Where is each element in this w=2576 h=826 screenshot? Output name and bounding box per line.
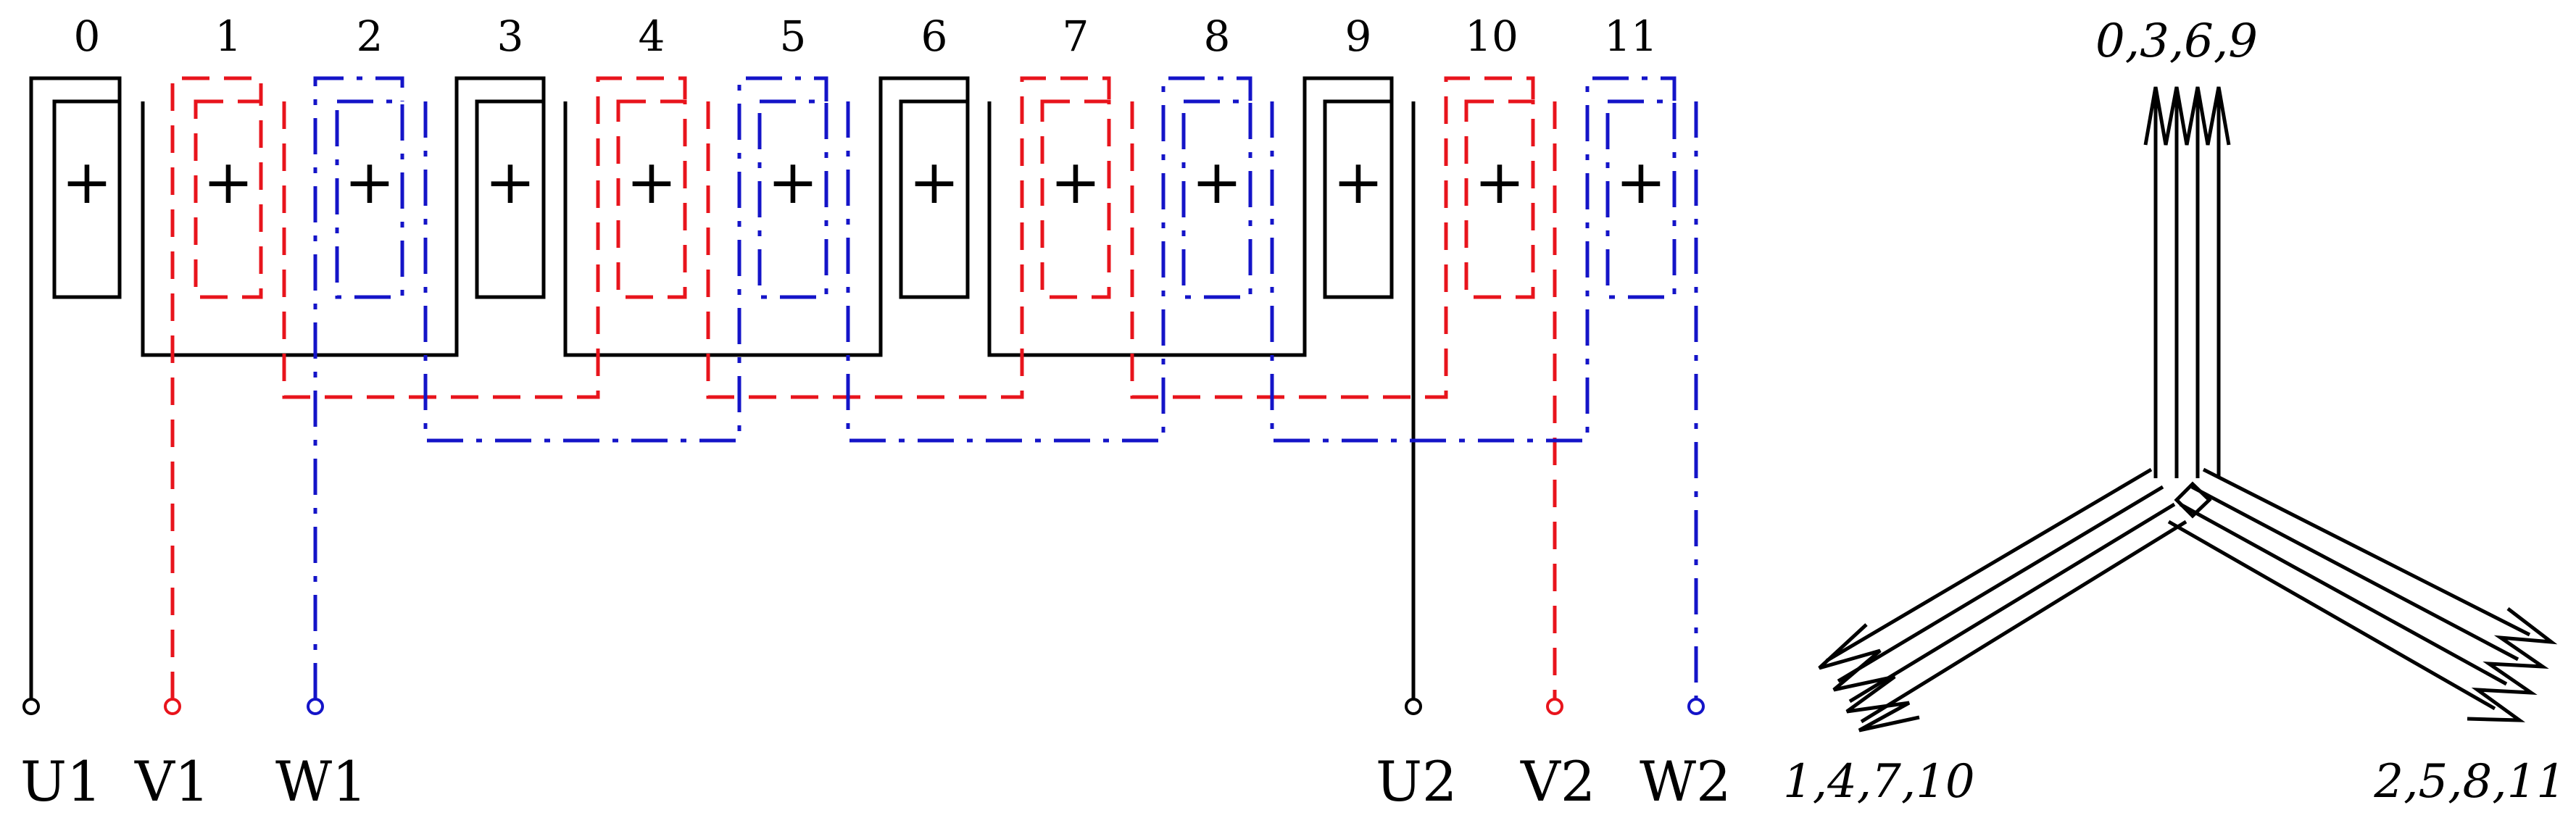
w-coil-slot-11 <box>1605 99 1677 299</box>
terminal-label-v1: V1 <box>134 749 209 814</box>
v-coil-slot-10 <box>1464 99 1535 299</box>
u-lead-left <box>29 76 122 699</box>
phasor-right-8 <box>2179 502 2508 686</box>
phasor-right-arrowheads <box>2467 607 2558 722</box>
u-link-6-9 <box>987 76 1394 357</box>
v-link-1-4 <box>282 76 687 399</box>
v-coil-slot-4 <box>616 99 687 299</box>
phasor-left-10 <box>1860 520 2187 724</box>
terminal-label-u2: U2 <box>1376 749 1457 814</box>
terminal-v2-circle <box>1546 698 1563 715</box>
u-coil-slot-6 <box>899 99 970 299</box>
plus-mark-slot-6: + <box>909 146 960 217</box>
plus-mark-slot-3: + <box>485 146 536 217</box>
slot-number-11: 11 <box>1604 12 1658 61</box>
plus-marks: + + + + + + + + + + + + <box>62 146 1666 217</box>
u-coil-slot-0 <box>52 99 122 299</box>
phase-w-winding <box>313 76 1698 699</box>
phasor-right-11 <box>2167 520 2496 711</box>
phase-u-winding <box>29 76 1416 699</box>
slot-number-1: 1 <box>215 12 242 61</box>
w-coil-slot-2 <box>335 99 404 299</box>
terminal-u2-circle <box>1405 698 1422 715</box>
plus-mark-slot-4: + <box>626 146 677 217</box>
plus-mark-slot-1: + <box>203 146 254 217</box>
terminal-w1-circle <box>307 698 324 715</box>
slot-number-5: 5 <box>780 12 807 61</box>
slot-number-9: 9 <box>1345 12 1372 61</box>
slot-number-3: 3 <box>497 12 524 61</box>
w-coil-slot-5 <box>757 99 828 299</box>
plus-mark-slot-7: + <box>1050 146 1101 217</box>
plus-mark-slot-0: + <box>62 146 112 217</box>
w-coil-slot-8 <box>1181 99 1252 299</box>
phasor-left-1 <box>1825 467 2153 663</box>
phase-v-winding <box>170 76 1557 699</box>
phasor-right-2 <box>2202 467 2531 637</box>
terminal-u1-circle <box>22 698 40 715</box>
u-coil-slot-3 <box>475 99 546 299</box>
terminal-circles <box>22 698 1705 715</box>
slot-number-6: 6 <box>921 12 948 61</box>
slot-number-10: 10 <box>1465 12 1518 61</box>
phasor-star-diagram <box>1818 86 2558 733</box>
v-link-4-7 <box>706 76 1111 399</box>
phasor-left-arrowheads <box>1818 623 1920 733</box>
w-link-5-8 <box>846 76 1252 443</box>
terminal-w2-circle <box>1687 698 1705 715</box>
slot-number-2: 2 <box>357 12 383 61</box>
slot-numbers: 0 1 2 3 4 5 6 7 8 9 10 11 <box>74 12 1658 61</box>
star-label-left: 1,4,7,10 <box>1783 755 1975 809</box>
terminal-label-w1: W1 <box>275 749 367 814</box>
phasor-left-4 <box>1837 485 2164 683</box>
plus-mark-slot-10: + <box>1474 146 1525 217</box>
u-coil-slot-9 <box>1323 99 1394 299</box>
slot-number-8: 8 <box>1204 12 1231 61</box>
v-coil-slot-7 <box>1040 99 1111 299</box>
phasor-left-7 <box>1848 502 2176 704</box>
v-link-7-10 <box>1130 76 1535 399</box>
terminal-label-v2: V2 <box>1520 749 1595 814</box>
slot-number-4: 4 <box>639 12 665 61</box>
slot-number-7: 7 <box>1063 12 1089 61</box>
terminal-v1-circle <box>164 698 181 715</box>
u-link-0-3 <box>141 76 546 357</box>
w-lead-left <box>313 76 404 699</box>
v-lead-left <box>170 76 263 699</box>
phasor-right-5 <box>2190 485 2519 662</box>
terminal-labels: U1 V1 W1 U2 V2 W2 <box>20 749 1731 814</box>
star-label-up: 0,3,6,9 <box>2095 14 2258 68</box>
w-link-2-5 <box>423 76 828 443</box>
slot-number-0: 0 <box>74 12 101 61</box>
plus-mark-slot-5: + <box>768 146 818 217</box>
terminal-label-w2: W2 <box>1640 749 1731 814</box>
plus-mark-slot-2: + <box>344 146 395 217</box>
star-label-right: 2,5,8,11 <box>2373 755 2566 809</box>
star-labels: 0,3,6,9 1,4,7,10 2,5,8,11 <box>1783 14 2566 809</box>
phasor-up-arrowheads <box>2143 86 2231 146</box>
plus-mark-slot-8: + <box>1192 146 1242 217</box>
phasor-center-knot <box>2174 481 2212 519</box>
w-link-8-11 <box>1270 76 1677 443</box>
v-coil-slot-1 <box>194 99 263 299</box>
plus-mark-slot-11: + <box>1616 146 1666 217</box>
terminal-label-u1: U1 <box>20 749 101 814</box>
plus-mark-slot-9: + <box>1333 146 1384 217</box>
u-link-3-6 <box>563 76 970 357</box>
